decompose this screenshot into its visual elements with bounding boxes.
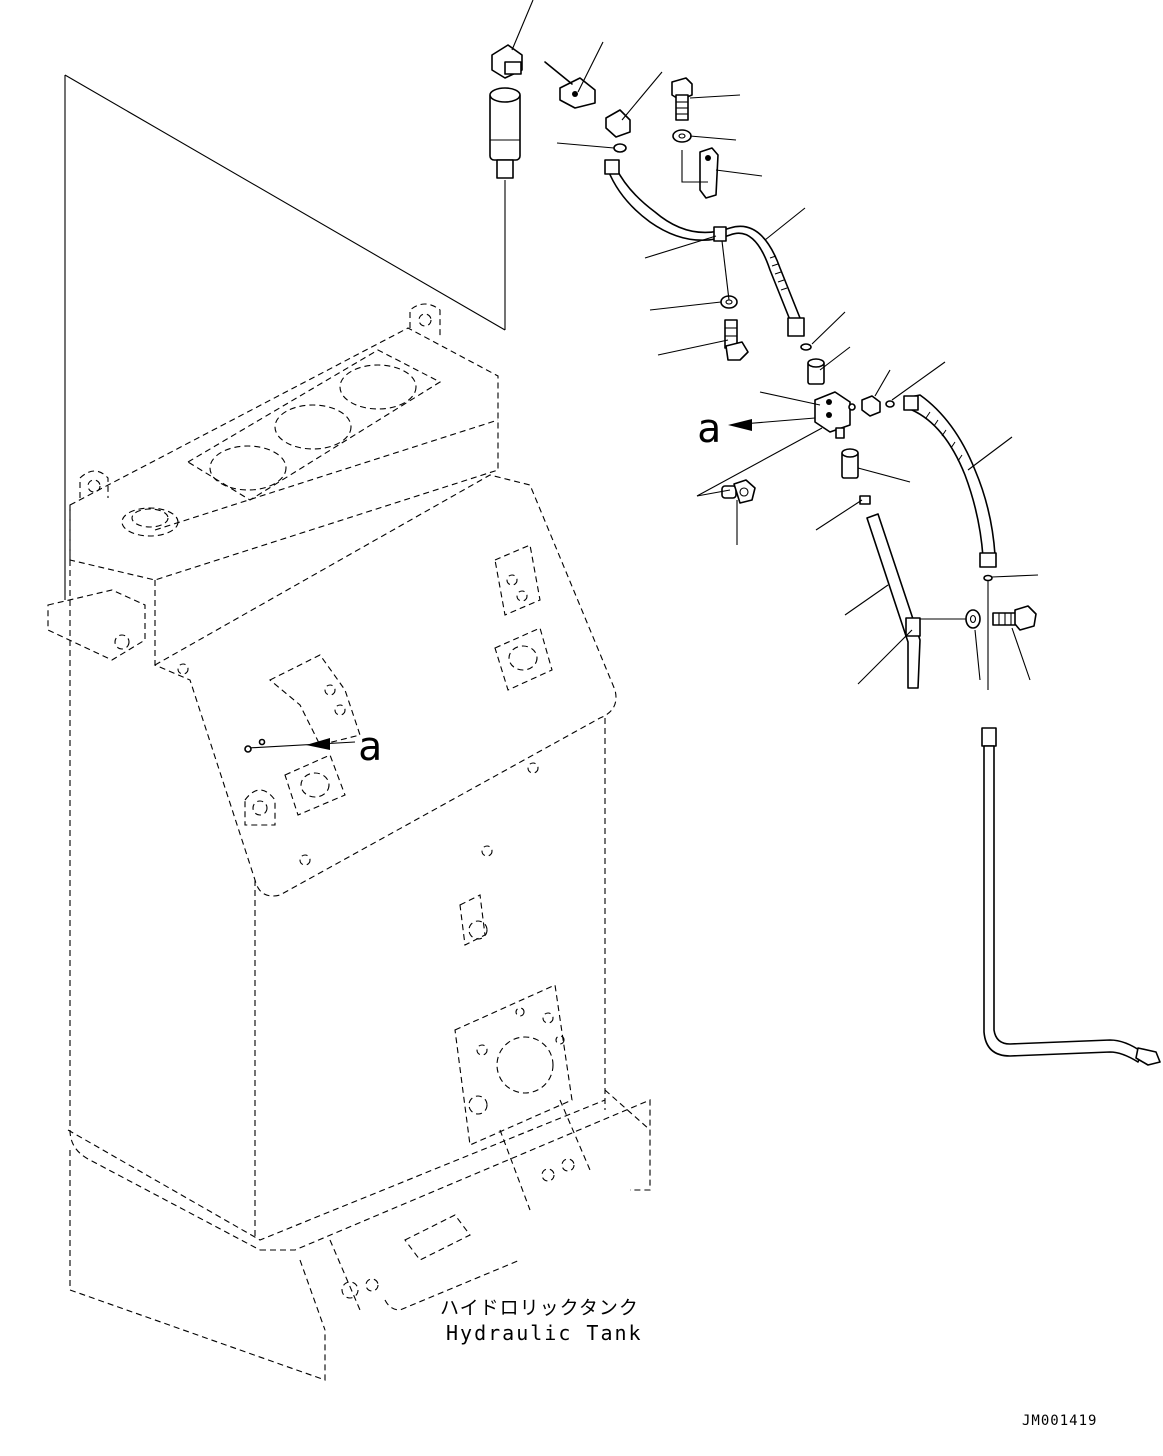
ball-valve bbox=[544, 61, 596, 109]
bolt-lower bbox=[992, 605, 1037, 631]
o-ring-tee bbox=[848, 403, 856, 411]
leader-lines bbox=[244, 0, 1039, 753]
phantom-leaders bbox=[64, 74, 506, 600]
caption-jp: ハイドロリックタンク bbox=[440, 1297, 639, 1319]
nipple bbox=[841, 448, 859, 479]
nut bbox=[861, 395, 881, 417]
detail-mark-right: a bbox=[697, 406, 721, 452]
tee-block bbox=[814, 391, 851, 439]
o-ring-mid bbox=[800, 343, 812, 351]
parts-group bbox=[489, 44, 1161, 1066]
caption-en: Hydraulic Tank bbox=[446, 1321, 643, 1345]
hose-right bbox=[903, 394, 997, 568]
bolt-pair bbox=[721, 479, 756, 504]
clamp-bracket bbox=[681, 147, 719, 199]
tube-lower bbox=[866, 513, 921, 689]
washer-top bbox=[672, 129, 692, 143]
o-ring-right bbox=[885, 400, 895, 408]
adapter bbox=[807, 358, 825, 385]
hose-upper bbox=[604, 159, 805, 337]
bolt-top bbox=[671, 77, 693, 121]
detail-mark-left: a bbox=[358, 724, 382, 770]
o-ring-bottom bbox=[983, 574, 993, 582]
bolt-mid bbox=[724, 319, 749, 361]
plug bbox=[859, 495, 871, 505]
washer-lower bbox=[965, 609, 981, 629]
hydraulic-tank bbox=[47, 303, 651, 1381]
o-ring-upper bbox=[613, 143, 627, 153]
drawing-number: JM001419 bbox=[1022, 1413, 1097, 1429]
breather-element bbox=[489, 87, 521, 179]
elbow-fitting-top bbox=[491, 44, 523, 79]
long-pipe bbox=[981, 727, 1161, 1066]
